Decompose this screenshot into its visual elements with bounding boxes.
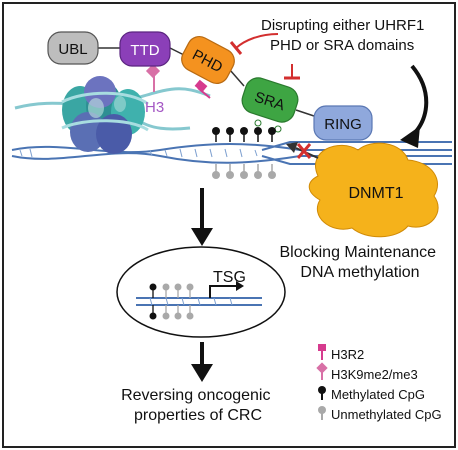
tsg-label: TSG: [213, 269, 246, 286]
inhibit-phd: [229, 33, 279, 55]
curved-arrow-to-dnmt1: [400, 64, 429, 148]
legend-item-h3k9: H3K9me2/me3: [316, 362, 418, 382]
down-arrow-2: [191, 342, 213, 382]
legend-label-unmethylated: Unmethylated CpG: [331, 407, 442, 422]
tsg-panel: TSG: [116, 246, 286, 338]
legend-item-h3r2: H3R2: [318, 344, 364, 362]
down-arrow-1: [191, 188, 213, 246]
ttd-domain: TTD: [119, 31, 171, 67]
lollipop-filled-icon: [318, 386, 326, 394]
dnmt1-label: DNMT1: [348, 185, 403, 202]
legend: H3R2 H3K9me2/me3 Methylated CpG Unmethyl…: [316, 344, 442, 422]
phd-domain: PHD: [181, 35, 235, 85]
blocking-line-2: DNA methylation: [300, 264, 419, 281]
linker-sra-ring: [295, 109, 315, 117]
pin-icon: [318, 344, 326, 351]
outcome-line-2: properties of CRC: [134, 407, 262, 424]
linker-phd-sra: [229, 69, 245, 87]
inhibit-sra: [284, 64, 300, 80]
blocking-annotation: Blocking Maintenance DNA methylation: [280, 244, 441, 281]
blocked-dnmt1-arrow: [286, 142, 319, 159]
disrupting-line-2: PHD or SRA domains: [270, 37, 414, 54]
blocking-line-1: Blocking Maintenance: [280, 244, 437, 261]
h3r2-mark: [194, 79, 211, 99]
disrupting-line-1: Disrupting either UHRF1: [261, 17, 424, 34]
ubl-label: UBL: [58, 41, 87, 58]
unmethylated-cpg-row: [212, 164, 276, 179]
ttd-label: TTD: [130, 42, 159, 59]
ring-label: RING: [324, 116, 362, 133]
legend-label-h3k9: H3K9me2/me3: [331, 367, 418, 382]
outcome-line-1: Reversing oncogenic: [121, 387, 270, 404]
nucleosome: [61, 76, 149, 154]
sra-domain: SRA: [241, 77, 299, 133]
disrupting-annotation: Disrupting either UHRF1 PHD or SRA domai…: [261, 17, 429, 54]
methylated-cpg-row: [212, 127, 276, 142]
legend-label-h3r2: H3R2: [331, 347, 364, 362]
ubl-domain: UBL: [47, 31, 99, 65]
dnmt1-enzyme: DNMT1: [308, 142, 439, 238]
legend-item-unmethylated: Unmethylated CpG: [318, 406, 442, 422]
lollipop-empty-icon: [318, 406, 326, 414]
diamond-pin-icon: [316, 362, 328, 374]
legend-item-methylated: Methylated CpG: [318, 386, 425, 402]
legend-label-methylated: Methylated CpG: [331, 387, 425, 402]
histone-h3-label: H3: [145, 99, 164, 116]
outcome-text: Reversing oncogenic properties of CRC: [121, 387, 275, 424]
ring-domain: RING: [313, 105, 373, 141]
